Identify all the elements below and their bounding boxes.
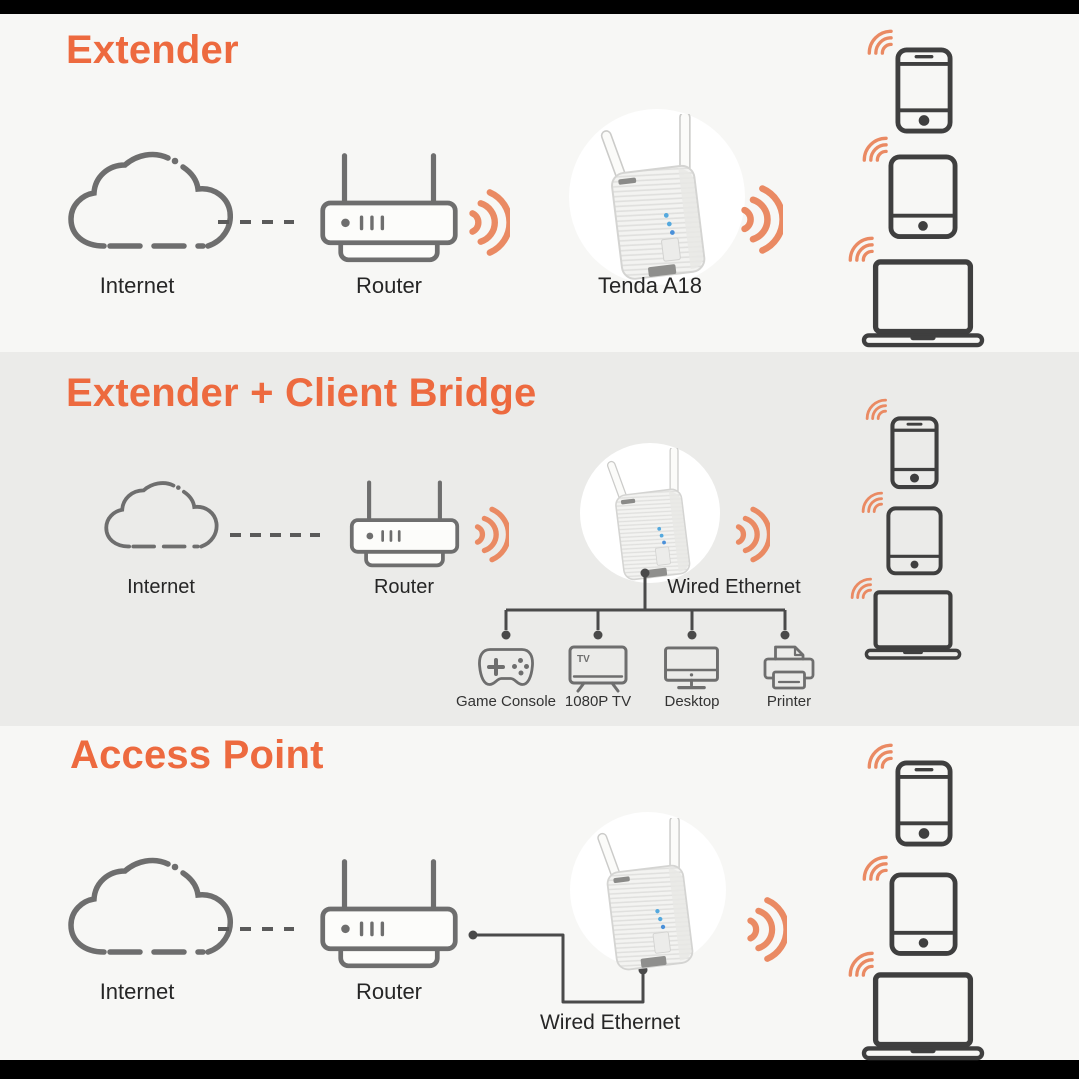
section-client-bridge-background <box>0 352 1079 726</box>
bottom-frame-bar <box>0 1060 1079 1079</box>
wired-tree <box>501 568 790 640</box>
tv-icon-text: TV <box>577 654 590 665</box>
wifi-mini-icon <box>862 738 894 770</box>
router-label: Router <box>355 273 423 298</box>
extender-device-image <box>580 818 716 981</box>
cloud-icon <box>62 856 238 968</box>
tablet-icon <box>889 872 958 956</box>
wifi-waves-icon <box>744 894 787 965</box>
wired-device-label: Printer <box>766 693 812 710</box>
dashed-link <box>218 927 294 931</box>
router-label: Router <box>373 576 435 598</box>
internet-label: Internet <box>127 576 195 598</box>
laptop-icon <box>861 972 985 1061</box>
internet-label: Internet <box>99 273 175 298</box>
section-title: Extender <box>66 28 239 72</box>
smartphone-icon <box>895 760 953 847</box>
extender-label: Tenda A18 <box>598 273 702 298</box>
router-icon <box>318 856 460 972</box>
wired-device-label: Game Console <box>455 693 557 710</box>
tv-icon: TV <box>568 645 628 693</box>
section-title: Extender + Client Bridge <box>66 371 537 415</box>
wired-device-label: 1080P TV <box>564 693 632 710</box>
wired-ethernet-label: Wired Ethernet <box>539 1011 681 1034</box>
wired-device-label: Desktop <box>664 693 720 710</box>
wired-ethernet-label: Wired Ethernet <box>667 576 801 598</box>
section-title: Access Point <box>70 733 324 777</box>
wifi-mini-icon <box>857 850 889 882</box>
router-label: Router <box>355 979 423 1004</box>
dashed-link <box>230 533 320 537</box>
internet-label: Internet <box>99 979 175 1004</box>
top-frame-bar <box>0 0 1079 14</box>
